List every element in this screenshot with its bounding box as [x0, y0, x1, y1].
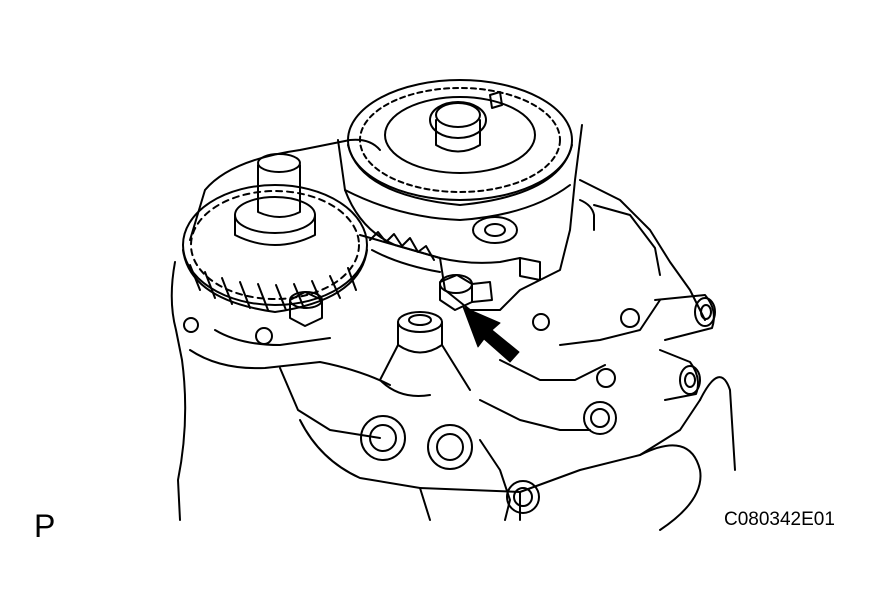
side-ports	[654, 294, 716, 401]
case-ribs	[479, 199, 661, 431]
hex-bolt-left	[289, 291, 323, 327]
synchronizer-ring	[347, 79, 573, 206]
view-letter: P	[34, 508, 56, 544]
shift-fork	[337, 124, 583, 311]
arrow-icon	[462, 306, 520, 363]
figure-code: C080342E01	[724, 509, 835, 530]
shift-fork-boss	[379, 311, 471, 397]
counter-gear	[182, 153, 368, 313]
flange-bosses	[183, 308, 640, 514]
lock-bolt	[439, 274, 493, 311]
idler-gear-teeth	[369, 231, 441, 273]
transmission-case	[170, 138, 736, 531]
